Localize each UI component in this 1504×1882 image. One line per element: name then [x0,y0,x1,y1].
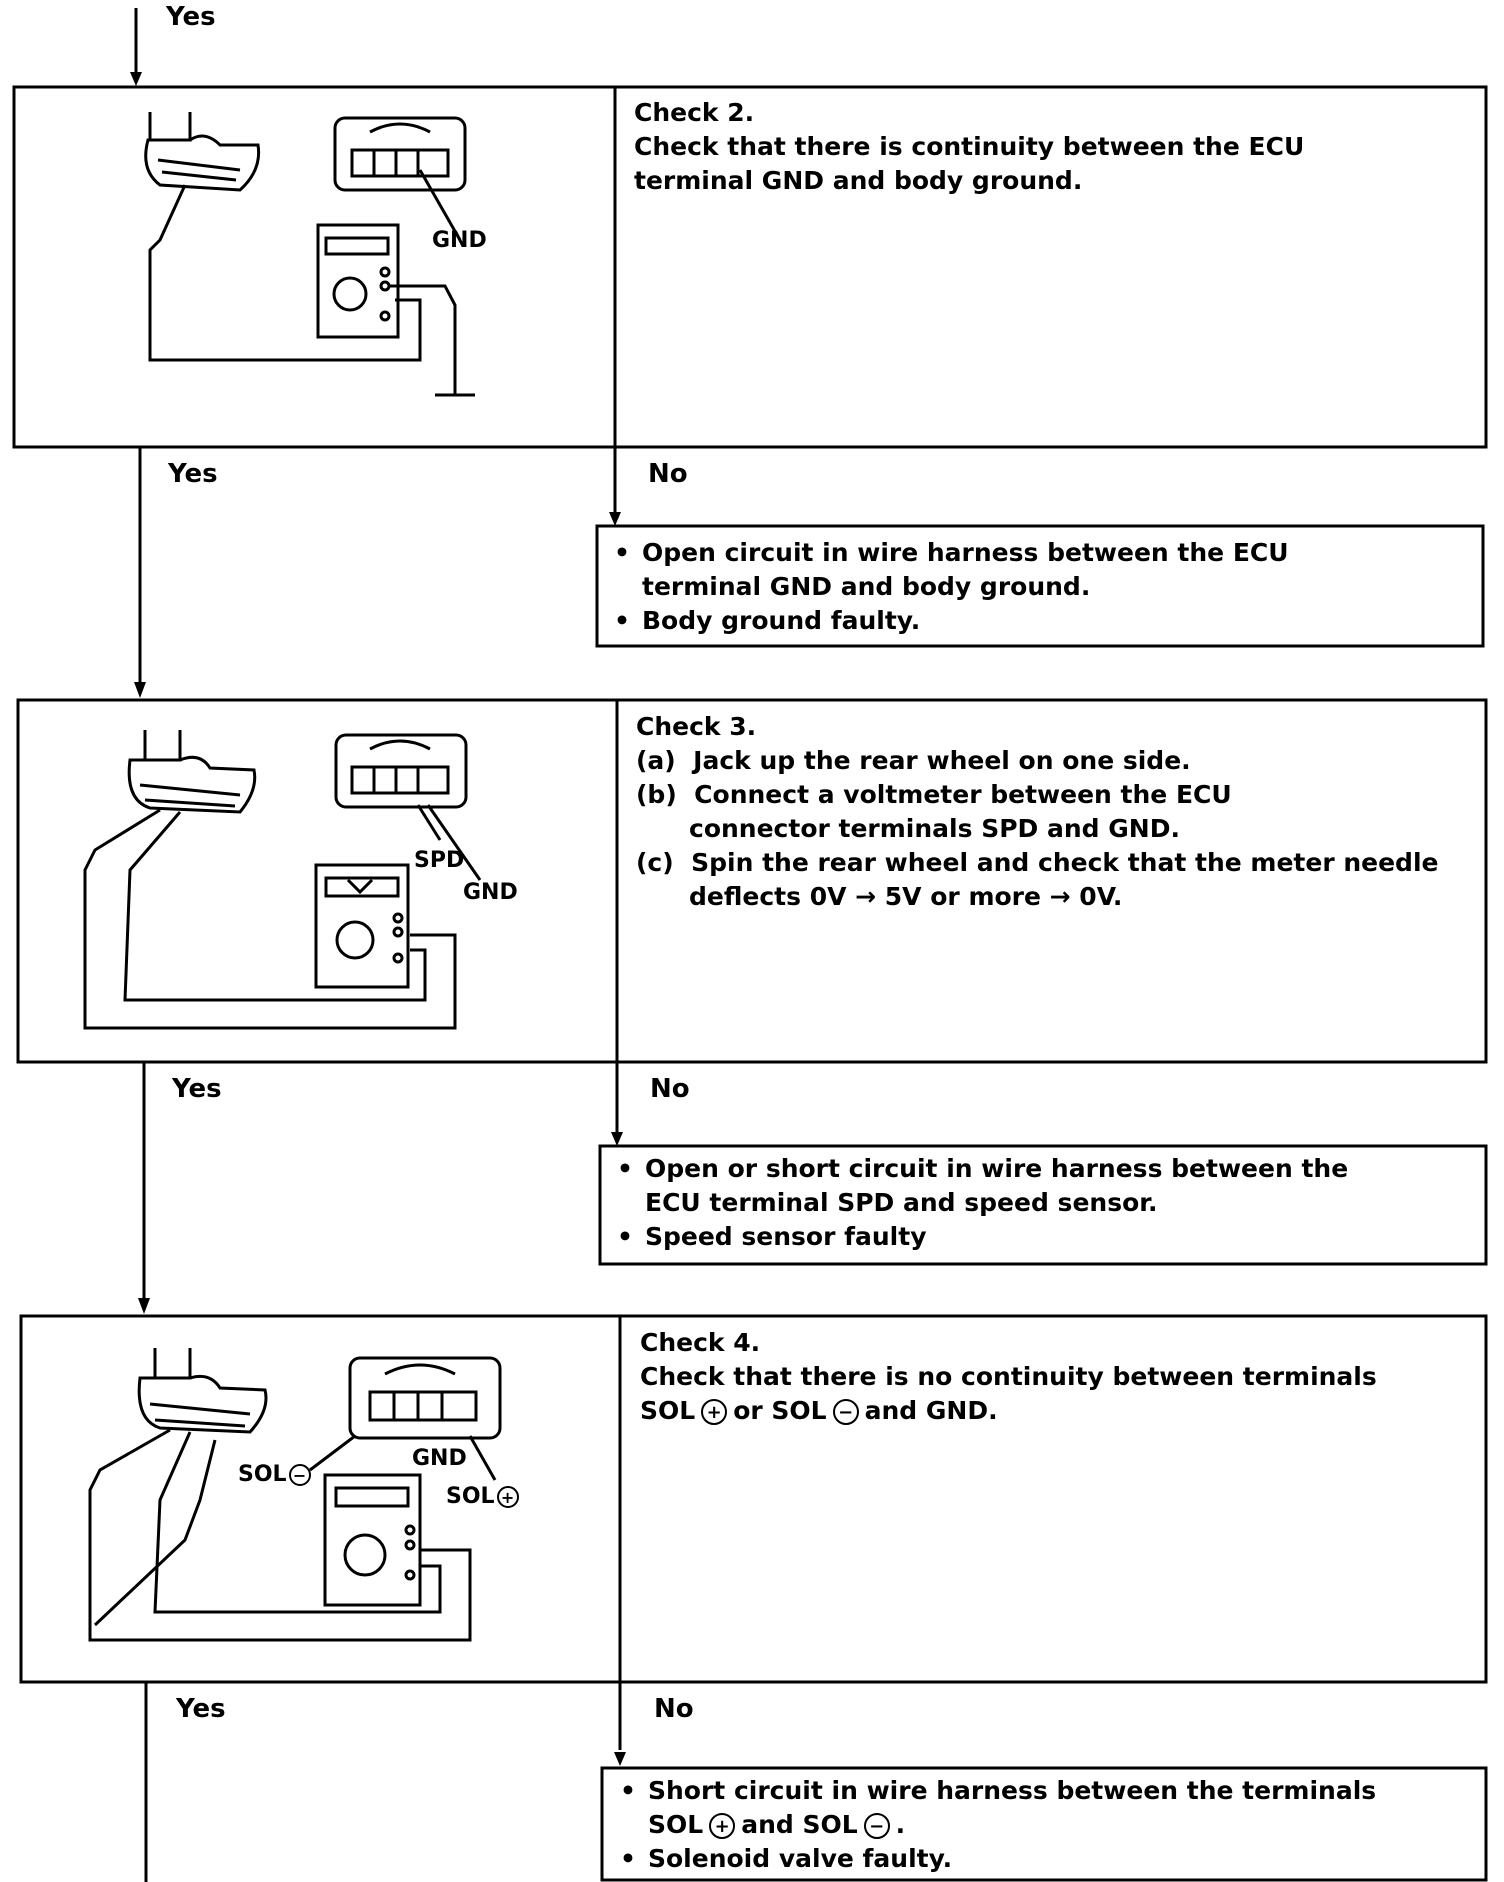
check4-result-sol: SOL [648,1810,704,1839]
check2-no-label: No [648,459,688,489]
check3-title: Check 3. [636,712,757,741]
minus-circle-icon: − [863,1813,890,1839]
plus-circle-icon: + [709,1813,736,1839]
check3-item-c-line-2: deflects 0V → 5V or more → 0V. [689,882,1123,911]
check3-yes-label: Yes [172,1074,222,1104]
check3-result-3: Speed sensor faulty [607,1220,1348,1254]
check4-no-result: Short circuit in wire harness between th… [610,1774,1376,1876]
check4-illustration [88,1348,502,1642]
check3-item-b-line-2: connector terminals SPD and GND. [689,814,1180,843]
check3-item-a-line-1: Jack up the rear wheel on one side. [693,746,1191,775]
check2-yes-label: Yes [168,459,218,489]
check4-part-sol: SOL [640,1396,696,1425]
check3-text: Check 3. (a) Jack up the rear wheel on o… [636,710,1438,914]
check4-result-1: Short circuit in wire harness between th… [610,1774,1376,1808]
check2-title: Check 2. [634,98,755,127]
check4-result-2: SOL+and SOL−. [610,1808,1376,1842]
check4-no-box [600,1766,1488,1882]
check4-gnd-label: GND [412,1446,467,1471]
check4-sol-minus-label: SOL− [238,1462,313,1487]
check4-result-3: Solenoid valve faulty. [610,1842,1376,1876]
check4-part-or-sol: or SOL [733,1396,827,1425]
check3-no-label: No [650,1074,690,1104]
check3-item-b-line-1: Connect a voltmeter between the ECU [694,780,1232,809]
check4-line-1: Check that there is no continuity betwee… [640,1362,1377,1391]
check4-yes-label: Yes [176,1694,226,1724]
check4-line-2: SOL+or SOL−and GND. [640,1394,1377,1428]
check4-box [19,1314,1488,1684]
check3-result-1: Open or short circuit in wire harness be… [607,1152,1348,1186]
check4-part-and-gnd: and GND. [864,1396,998,1425]
plus-circle-icon: + [701,1399,728,1425]
check4-title: Check 4. [640,1328,761,1357]
check4-result-and-sol: and SOL [741,1810,858,1839]
check3-marker-c: (c) [636,848,674,877]
check4-text: Check 4. Check that there is no continui… [640,1326,1377,1428]
check2-no-result: Open circuit in wire harness between the… [604,536,1289,638]
check2-gnd-label: GND [432,228,487,253]
check4-no-label: No [654,1694,694,1724]
plus-sign-icon: + [496,1486,519,1508]
check3-item-c: (c) Spin the rear wheel and check that t… [636,846,1438,914]
check4-sol-minus-text: SOL [238,1462,287,1487]
check3-gnd-label: GND [463,880,518,905]
check3-spd-label: SPD [414,848,465,873]
check4-sol-plus-label: SOL+ [446,1484,521,1509]
check3-marker-b: (b) [636,780,677,809]
check3-result-2: ECU terminal SPD and speed sensor. [645,1188,1158,1217]
check4-result-period: . [895,1810,906,1839]
check2-result-1: Open circuit in wire harness between the… [604,536,1289,570]
check3-marker-a: (a) [636,746,676,775]
check3-item-a: (a) Jack up the rear wheel on one side. [636,744,1438,778]
check4-sol-plus-text: SOL [446,1484,495,1509]
check2-result-2: terminal GND and body ground. [642,572,1091,601]
arrow-heads [130,72,626,1766]
check2-line-1: Check that there is continuity between t… [634,132,1305,161]
check3-item-c-line-1: Spin the rear wheel and check that the m… [691,848,1439,877]
check2-line-2: terminal GND and body ground. [634,166,1083,195]
check3-no-result: Open or short circuit in wire harness be… [607,1152,1348,1254]
check3-illustration [83,730,482,1030]
check3-no-box [598,1144,1488,1266]
top-yes-label: Yes [166,2,216,32]
minus-sign-icon: − [288,1464,311,1486]
check2-text: Check 2. Check that there is continuity … [634,96,1304,198]
check3-box [16,698,1488,1064]
check2-no-box [595,524,1485,648]
minus-circle-icon: − [832,1399,859,1425]
check2-illustration [144,112,475,397]
check2-box [12,85,1488,449]
check3-item-b: (b) Connect a voltmeter between the ECU c… [636,778,1438,846]
check2-result-3: Body ground faulty. [604,604,1289,638]
